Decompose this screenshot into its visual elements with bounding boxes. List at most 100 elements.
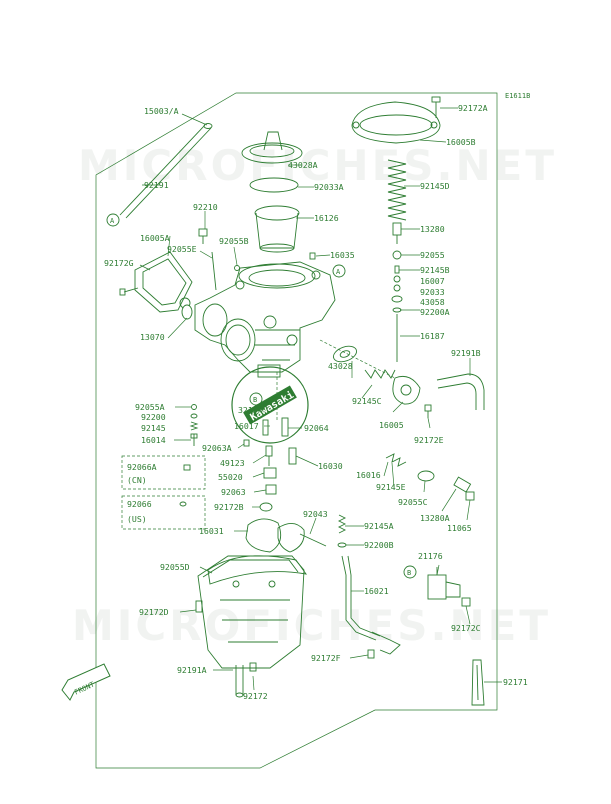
label-92066a: 92066A: [127, 462, 157, 472]
label-21176: 21176: [418, 551, 443, 561]
washer-92200: [190, 413, 198, 419]
screw-92172f: [367, 649, 375, 659]
ring-92033a: [249, 177, 299, 193]
spring-92145: [189, 421, 199, 431]
label-43028a: 43028A: [288, 160, 318, 170]
spring-92145b: [394, 265, 400, 274]
label-92063a: 92063A: [202, 443, 232, 453]
screw-92172g: [119, 287, 139, 296]
label-92191: 92191: [144, 180, 169, 190]
ref-b-circle-right: [403, 565, 417, 579]
label-92145e: 92145E: [376, 482, 406, 492]
label-92172d: 92172D: [139, 607, 169, 617]
diaphragm-43028a: [241, 131, 303, 164]
oring-92063a: [243, 439, 250, 447]
ref-a-circle-left: [106, 213, 120, 227]
label-92191b: 92191B: [451, 348, 481, 358]
label-92191a: 92191A: [177, 665, 207, 675]
label-92145d: 92145D: [420, 181, 450, 191]
top-cover-16005b: [351, 101, 441, 144]
label-16005a: 16005A: [140, 233, 170, 243]
screw-92066a: [183, 464, 191, 471]
washer-92200b: [337, 542, 347, 548]
oring-92055a: [191, 404, 197, 410]
oring-13070: [181, 304, 193, 320]
label-92055c: 92055C: [398, 497, 428, 507]
vent-hose-15003a: [119, 123, 213, 219]
oring-92055b: [234, 265, 240, 271]
label-92033: 92033: [420, 287, 445, 297]
label-92055: 92055: [420, 250, 445, 260]
label-92043: 92043: [303, 509, 328, 519]
label-92171: 92171: [503, 677, 528, 687]
label-cn: (CN): [127, 475, 147, 485]
label-92055e: 92055E: [167, 244, 197, 254]
front-arrow: FRONT: [61, 663, 111, 701]
label-16005: 16005: [379, 420, 404, 430]
label-92210: 92210: [193, 202, 218, 212]
clamp-92171: [471, 659, 485, 706]
plug-16035: [309, 252, 316, 260]
watermark-bottom: MICROFICHES.NET: [72, 601, 551, 650]
label-32154: 32154: [238, 405, 263, 415]
label-15003a: 15003/A: [144, 106, 179, 116]
screw-13280a: [453, 476, 472, 493]
label-92172f: 92172F: [311, 653, 341, 663]
piston-16126: [254, 205, 300, 253]
washer-92055: [392, 250, 402, 260]
diaphragm-43028: [333, 345, 357, 363]
screw-11065: [465, 491, 475, 501]
label-92172a: 92172A: [458, 103, 488, 113]
leader-lines: [139, 107, 502, 691]
watermark-top: MICROFICHES.NET: [78, 141, 557, 190]
label-92172b: 92172B: [214, 502, 244, 512]
label-13070: 13070: [140, 332, 165, 342]
label-92172: 92172: [243, 691, 268, 701]
jet-16030: [288, 447, 297, 465]
screw-92172: [249, 662, 257, 672]
label-16005b: 16005B: [446, 137, 476, 147]
spacer-43058: [391, 295, 403, 303]
frame-outline: [95, 92, 498, 769]
label-55020: 55020: [218, 472, 243, 482]
label-us: (US): [127, 514, 147, 524]
clip-16007: [393, 275, 401, 283]
washer-92200a: [392, 307, 402, 313]
screw-92172e: [424, 404, 432, 418]
side-cover-16005: [392, 375, 421, 405]
label-92200b: 92200B: [364, 540, 394, 550]
label-92200a: 92200A: [420, 307, 450, 317]
ref-a-circle-body: [332, 264, 346, 278]
ref-b-label-center: B: [253, 396, 257, 404]
jet-55020: [263, 467, 277, 479]
screw-92066: [179, 501, 187, 507]
gasket-92055d: [207, 555, 308, 585]
valve-92172b: [259, 502, 273, 512]
label-92172c: 92172C: [451, 623, 481, 633]
label-92066: 92066: [127, 499, 152, 509]
label-43058: 43058: [420, 297, 445, 307]
spring-92145d: [387, 159, 407, 221]
jet-16017: [262, 419, 269, 436]
ref-b-label-right: B: [407, 569, 411, 577]
float-16031: [245, 518, 305, 553]
label-16017: 16017: [234, 421, 259, 431]
spring-92145a: [337, 514, 347, 534]
label-92033a: 92033A: [314, 182, 344, 192]
ref-a-label-left: A: [110, 217, 115, 225]
ref-b-circle-center: [249, 392, 263, 406]
part-labels: 15003/A 92191 92210 16005A 92055E 92172G…: [104, 103, 528, 701]
label-92055a: 92055A: [135, 402, 165, 412]
label-92064: 92064: [304, 423, 329, 433]
spring-92145c: [364, 369, 396, 379]
hose-92191b: [436, 373, 485, 410]
needle-jet-92064: [281, 417, 289, 437]
screw-92172d: [195, 600, 203, 613]
nozzle-92063: [265, 484, 277, 495]
pilot-jet-49123: [265, 445, 273, 466]
diagram-code: E1611B: [505, 92, 530, 100]
label-92172g: 92172G: [104, 258, 134, 268]
label-43028: 43028: [328, 361, 353, 371]
label-13280a: 13280A: [420, 513, 450, 523]
